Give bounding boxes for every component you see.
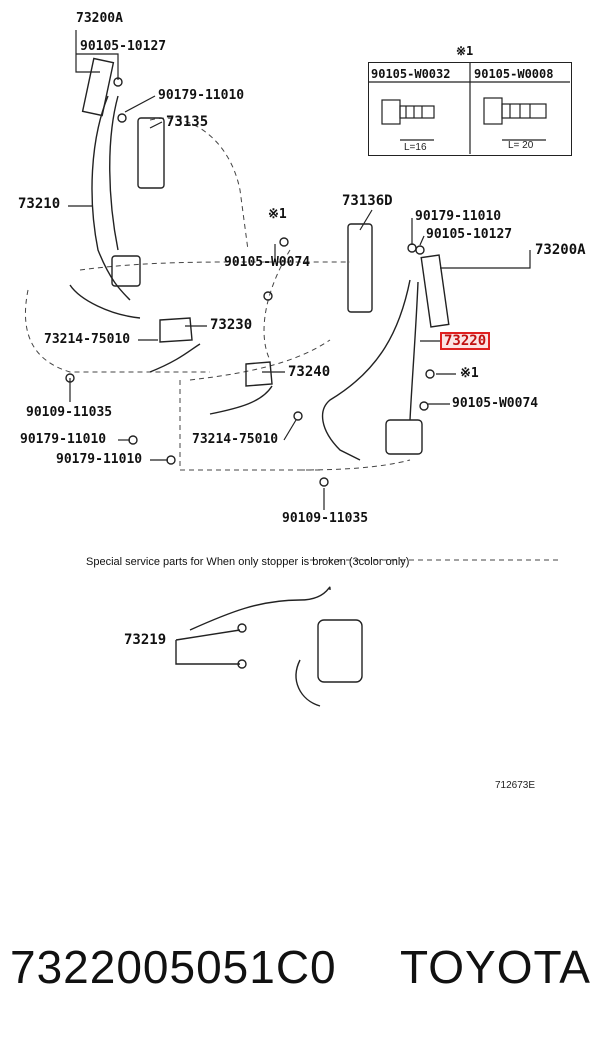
label-90105-W0074-left: 90105-W0074	[224, 255, 311, 270]
leader-90105-10127-top	[76, 53, 119, 80]
reference-col1-length: L=16	[404, 142, 427, 153]
label-90179-11010-lower1: 90179-11010	[20, 432, 107, 447]
belt-73220-a	[321, 279, 411, 461]
nut-90179-lower2	[166, 455, 176, 465]
label-90105-10127-top: 90105-10127	[80, 39, 167, 54]
nut-90179-lower1	[128, 435, 138, 445]
reference-col2-part: 90105-W0008	[474, 67, 554, 81]
cover-73135	[137, 117, 165, 189]
retractor-73210	[111, 255, 141, 287]
belt-lower-left	[69, 284, 141, 319]
anchor-73200A-top	[81, 57, 115, 117]
leader-73135	[149, 121, 163, 129]
cable-73214-left	[149, 343, 201, 373]
label-90179-11010-lower2: 90179-11010	[56, 452, 143, 467]
nut-90179-mid	[407, 243, 417, 253]
illustration-code: 712673E	[495, 780, 536, 791]
label-73210: 73210	[18, 196, 61, 212]
leader-90179-top	[124, 95, 156, 113]
belt-upper-left-2	[109, 95, 119, 251]
stopper-belt	[295, 659, 321, 707]
bolt-90109-bottom	[319, 477, 329, 487]
label-73240: 73240	[288, 364, 331, 380]
part-number: 7322005051C0	[10, 941, 337, 993]
cable-73214-mid	[209, 385, 273, 415]
label-73214-75010-left: 73214-75010	[44, 332, 131, 347]
bolt-note-top	[279, 237, 289, 247]
stopper-bolt	[237, 623, 247, 633]
label-73200A-top: 73200A	[76, 11, 123, 26]
bolt-90105-W0074-left	[263, 291, 273, 301]
label-note-ref-right: ※1	[460, 366, 479, 381]
reference-box	[368, 62, 572, 156]
anchor-73200A-right	[420, 254, 450, 328]
leader-73200A-right	[440, 250, 531, 269]
bolt-note-right	[425, 369, 435, 379]
bolt-icon-L20	[483, 97, 547, 141]
leader-73219	[175, 629, 241, 665]
reference-col2-length: L= 20	[508, 140, 534, 151]
bolt-90105-W0074-right	[419, 401, 429, 411]
label-note-ref-top: ※1	[268, 207, 287, 222]
bolt-90105-mid	[415, 245, 425, 255]
reference-col1-part: 90105-W0032	[371, 67, 451, 81]
buckle-73230	[159, 317, 193, 343]
cover-73136D	[347, 223, 373, 313]
bolt-icon-L16	[381, 99, 435, 141]
stopper-arm	[189, 586, 331, 631]
belt-73220-b	[409, 281, 419, 421]
nut-90179-top	[117, 113, 127, 123]
bolt-90105-top	[113, 77, 123, 87]
leader-73214-mid	[283, 419, 297, 441]
label-73214-75010-mid: 73214-75010	[192, 432, 279, 447]
special-service-note: Special service parts for When only stop…	[86, 556, 410, 568]
label-90179-11010-top: 90179-11010	[158, 88, 245, 103]
belt-upper-left	[91, 95, 131, 301]
label-90105-10127-mid: 90105-10127	[426, 227, 513, 242]
label-73200A-right: 73200A	[535, 242, 586, 258]
leader-73200A-top	[75, 30, 100, 73]
label-73219: 73219	[124, 632, 167, 648]
label-73136D: 73136D	[342, 193, 393, 209]
label-90179-11010-mid: 90179-11010	[415, 209, 502, 224]
buckle-73240	[245, 361, 273, 387]
label-73230: 73230	[210, 317, 253, 333]
retractor-73220	[385, 419, 423, 455]
leader-90105-mid	[419, 235, 425, 246]
label-90109-11035-left: 90109-11035	[26, 405, 113, 420]
label-90109-11035-bottom: 90109-11035	[282, 511, 369, 526]
leader-73136D	[359, 209, 373, 231]
label-73220-highlighted[interactable]: 73220	[440, 332, 491, 350]
stopper-retractor	[317, 619, 363, 683]
bolt-90109-left	[65, 373, 75, 383]
label-73135: 73135	[166, 114, 209, 130]
nut-73214-mid	[293, 411, 303, 421]
label-90105-W0074-right: 90105-W0074	[452, 396, 539, 411]
reference-box-marker: ※1	[456, 44, 474, 58]
brand-name: TOYOTA	[400, 941, 591, 993]
stopper-nut	[237, 659, 247, 669]
